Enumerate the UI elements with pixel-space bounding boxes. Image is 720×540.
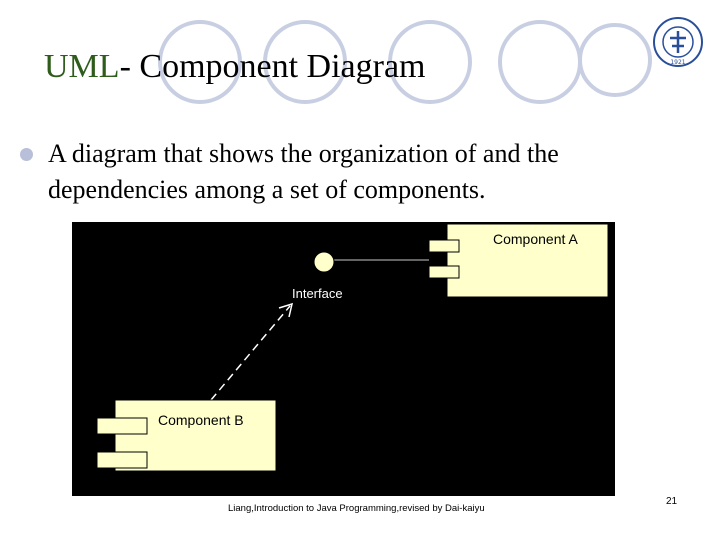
interface-lollipop — [313, 251, 335, 273]
deco-circle — [158, 20, 242, 104]
dependency-arrow — [210, 302, 294, 401]
footer-credit: Liang,Introduction to Java Programming,r… — [228, 503, 485, 514]
component-a: Component A — [428, 223, 609, 298]
page-number: 21 — [666, 496, 678, 507]
title-rest: Component Diagram — [139, 48, 426, 85]
svg-text:1921: 1921 — [670, 59, 685, 66]
component-a-label: Component A — [493, 231, 578, 247]
deco-circle — [578, 23, 652, 97]
decorative-circles — [158, 20, 652, 104]
deco-circle — [388, 20, 472, 104]
deco-circle — [498, 20, 582, 104]
deco-circle — [263, 20, 347, 104]
title-dash: - — [119, 48, 140, 85]
component-b-label: Component B — [158, 412, 244, 428]
page-title: UML- Component Diagram — [44, 48, 426, 86]
component-b: Component B — [96, 399, 277, 472]
component-diagram: Component A Interface Component B — [72, 222, 615, 496]
title-uml: UML — [44, 48, 120, 85]
interface-label: Interface — [292, 286, 343, 301]
bullet-icon — [20, 148, 33, 161]
bullet-text: A diagram that shows the organization of… — [48, 139, 559, 204]
university-seal-logo: 1921 — [653, 17, 703, 67]
